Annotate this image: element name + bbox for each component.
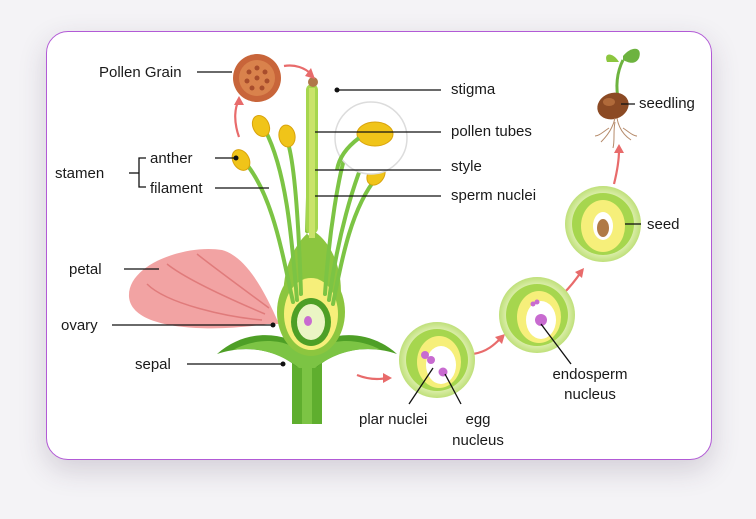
label-endosperm-line2: nucleus [564, 386, 616, 403]
label-filament: filament [150, 180, 203, 197]
label-anther: anther [150, 150, 193, 167]
label-ovary: ovary [61, 317, 98, 334]
label-pollen-grain: Pollen Grain [99, 64, 182, 81]
label-polar-nuclei: plar nuclei [359, 411, 428, 428]
label-endosperm-line1: endosperm [552, 366, 628, 383]
seedling-shape [594, 48, 640, 149]
leader-lines [112, 71, 641, 405]
diagram-card: Pollen Grain stamen anther filament peta… [46, 31, 712, 460]
stage-seed [565, 186, 641, 262]
stage-polar-egg [399, 322, 475, 398]
label-seed: seed [647, 216, 680, 233]
label-egg-line1: egg [465, 411, 491, 428]
label-sperm-nuclei: sperm nuclei [451, 187, 537, 204]
arrow-heads [234, 68, 624, 383]
stage-endosperm [499, 277, 575, 353]
label-style: style [451, 158, 482, 175]
pollen-tube-detail [334, 101, 408, 175]
label-egg-nucleus: egg nucleus [443, 411, 513, 449]
label-egg-line2: nucleus [452, 432, 504, 449]
stigma-tip [308, 77, 318, 87]
label-petal: petal [69, 261, 102, 278]
label-endosperm-nucleus: endosperm nucleus [535, 366, 645, 403]
label-stamen: stamen [55, 165, 105, 182]
leader-dots [233, 87, 340, 367]
pollen-grain-shape [233, 54, 281, 102]
flower-diagram [112, 48, 641, 424]
label-seedling: seedling [639, 95, 695, 112]
label-sepal: sepal [135, 356, 171, 373]
label-pollen-tubes: pollen tubes [451, 123, 532, 140]
petal-shape [128, 248, 279, 329]
stem [292, 360, 322, 424]
label-stigma: stigma [451, 81, 496, 98]
